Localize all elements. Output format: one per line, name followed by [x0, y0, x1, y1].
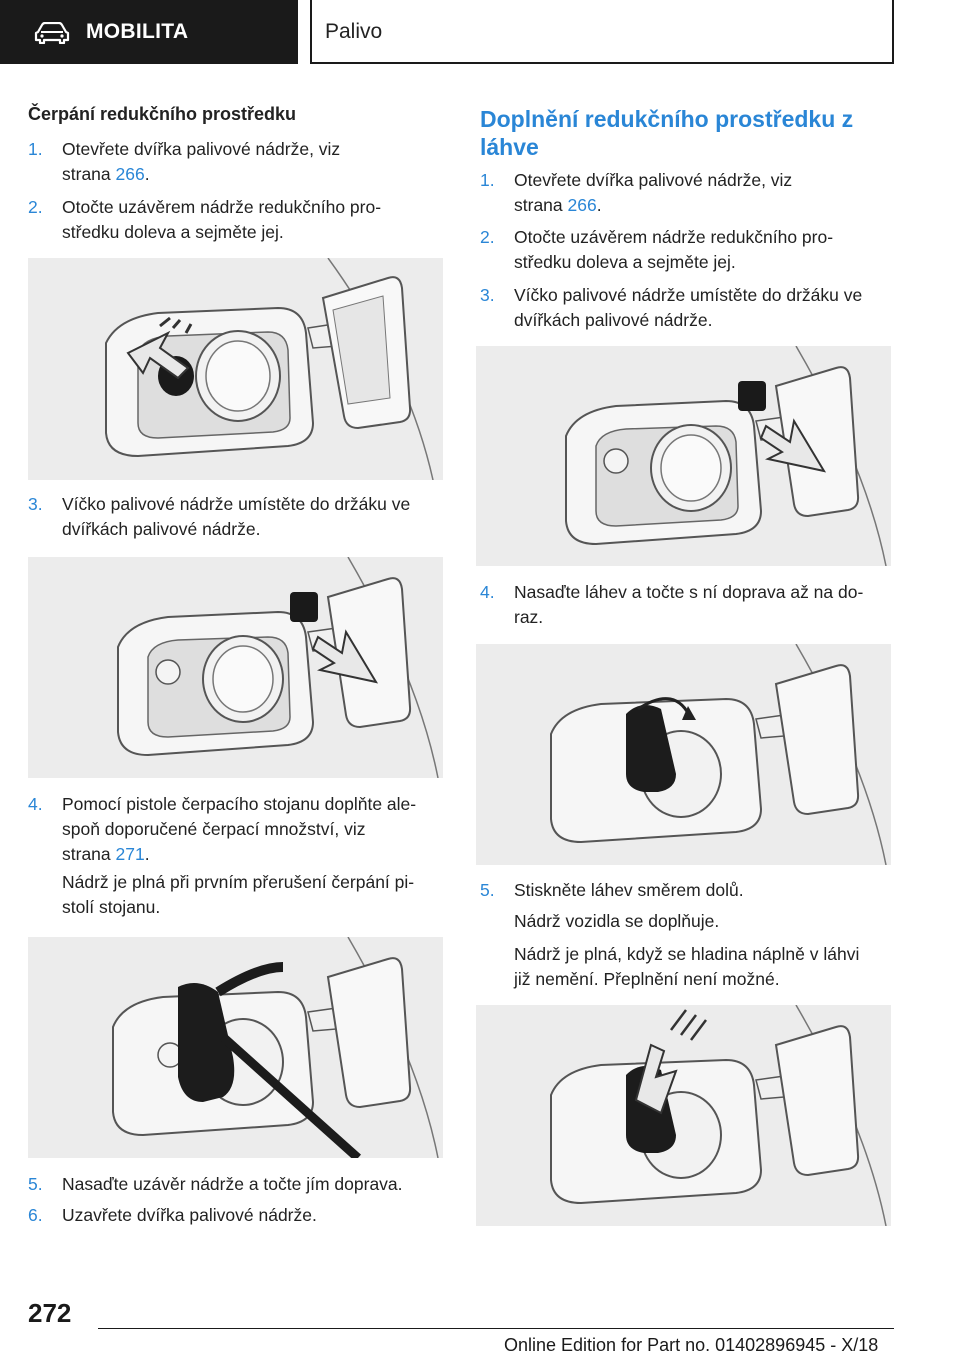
step-number: 3. [480, 285, 495, 305]
illustration-press-bottle [476, 1005, 891, 1226]
step-number: 4. [480, 582, 495, 602]
right-step-5-note-b: Nádrž je plná, když se hladina náplně v … [514, 942, 904, 992]
step-text: Nasaďte láhev a točte s ní doprava až na… [514, 582, 864, 602]
chapter-title: Palivo [325, 20, 383, 43]
step-text: . [144, 844, 150, 864]
heading-line: láhve [480, 134, 539, 160]
step-text: Víčko palivové nádrže umístěte do držáku… [514, 285, 863, 305]
note-text: Nádrž je plná, když se hladina náplně v … [514, 944, 860, 964]
heading-line: Doplnění redukčního prostředku z [480, 106, 854, 132]
step-text: dvířkách palivové nádrže. [62, 519, 261, 539]
subheading: Čerpání redukčního prostředku [28, 104, 297, 124]
section-heading: Doplnění redukčního prostředku z láhve [480, 105, 853, 161]
footer-edition: Online Edition for Part no. 01402896945 … [504, 1335, 879, 1355]
step-text: Otočte uzávěrem nádrže redukčního pro‐ [514, 227, 834, 247]
note-text: již nemění. Přeplnění není možné. [514, 969, 780, 989]
illustration-cap-holder-bottle [476, 346, 891, 566]
header-section-tab: MOBILITA [0, 0, 298, 64]
step-text: Otevřete dvířka palivové nádrže, viz [62, 139, 341, 159]
step-number: 5. [28, 1174, 43, 1194]
step-text: Otevřete dvířka palivové nádrže, viz [514, 170, 793, 190]
left-step-4-note: Nádrž je plná při prvním přerušení čerpá… [62, 870, 452, 920]
page-link-266[interactable]: 266 [567, 195, 597, 215]
step-number: 5. [480, 880, 495, 900]
step-text: Uzavřete dvířka palivové nádrže. [62, 1205, 317, 1225]
step-text: Pomocí pistole čerpacího stojanu doplňte… [62, 794, 417, 814]
section-title: MOBILITA [86, 20, 189, 43]
step-number: 2. [480, 227, 495, 247]
page-number: 272 [28, 1298, 72, 1328]
page-link-271[interactable]: 271 [115, 844, 145, 864]
note-text: Nádrž vozidla se doplňuje. [514, 911, 720, 931]
footer-divider [98, 1328, 894, 1329]
step-text: . [596, 195, 602, 215]
step-text: strana [62, 844, 116, 864]
note-text: stolí stojanu. [62, 897, 161, 917]
illustration-cap-holder [28, 557, 443, 778]
step-number: 4. [28, 794, 43, 814]
step-number: 1. [480, 170, 495, 190]
step-text: . [144, 164, 150, 184]
step-text: středku doleva a sejměte jej. [62, 222, 284, 242]
step-text: strana [62, 164, 116, 184]
step-text: Nasaďte uzávěr nádrže a točte jím doprav… [62, 1174, 403, 1194]
header-chapter-box: Palivo [310, 0, 894, 64]
step-text: Stiskněte láhev směrem dolů. [514, 880, 744, 900]
illustration-remove-cap [28, 258, 443, 480]
step-text: strana [514, 195, 568, 215]
step-number: 3. [28, 494, 43, 514]
step-text: spoň doporučené čerpací množství, viz [62, 819, 366, 839]
note-text: Nádrž je plná při prvním přerušení čerpá… [62, 872, 415, 892]
step-text: Víčko palivové nádrže umístěte do držáku… [62, 494, 411, 514]
step-text: středku doleva a sejměte jej. [514, 252, 736, 272]
step-number: 6. [28, 1205, 43, 1225]
right-step-5-note-a: Nádrž vozidla se doplňuje. [514, 909, 904, 934]
step-text: Otočte uzávěrem nádrže redukčního pro‐ [62, 197, 382, 217]
step-number: 1. [28, 139, 43, 159]
step-number: 2. [28, 197, 43, 217]
illustration-refuel-nozzle [28, 937, 443, 1158]
step-text: dvířkách palivové nádrže. [514, 310, 713, 330]
illustration-attach-bottle [476, 644, 891, 865]
page-link-266[interactable]: 266 [115, 164, 145, 184]
step-text: raz. [514, 607, 544, 627]
car-icon [34, 22, 70, 44]
